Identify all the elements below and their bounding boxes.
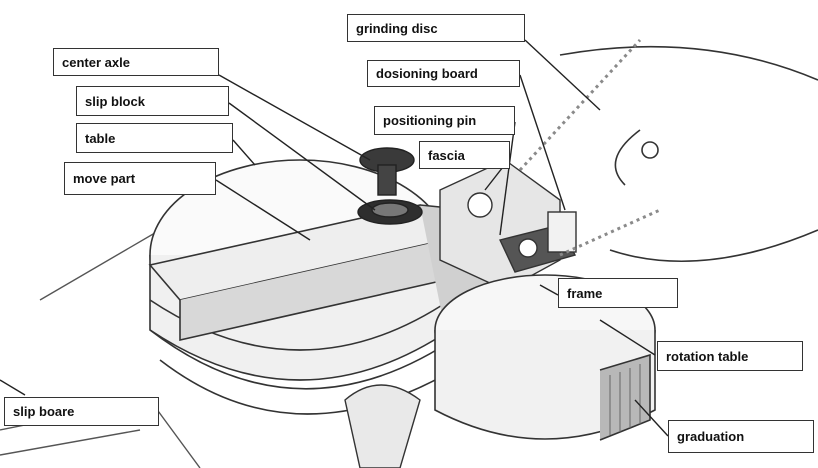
spark-stream (518, 38, 661, 257)
label-slip-boare: slip boare (4, 397, 159, 426)
label-slip-block: slip block (76, 86, 229, 116)
label-grinding-disc: grinding disc (347, 14, 525, 42)
label-positioning-pin: positioning pin (374, 106, 515, 135)
leader-lines (0, 39, 669, 437)
label-fascia: fascia (419, 141, 510, 169)
rotation-table-drum (434, 274, 656, 441)
label-move-part: move part (64, 162, 216, 195)
label-graduation: graduation (668, 420, 814, 453)
label-dosioning-board: dosioning board (367, 60, 520, 87)
handle (344, 384, 421, 468)
grinding-disc (559, 45, 818, 262)
label-frame: frame (558, 278, 678, 308)
center-axle-knob (357, 147, 423, 225)
label-rotation-table: rotation table (657, 341, 803, 371)
fascia-plate (439, 159, 577, 291)
label-table: table (76, 123, 233, 153)
label-center-axle: center axle (53, 48, 219, 76)
